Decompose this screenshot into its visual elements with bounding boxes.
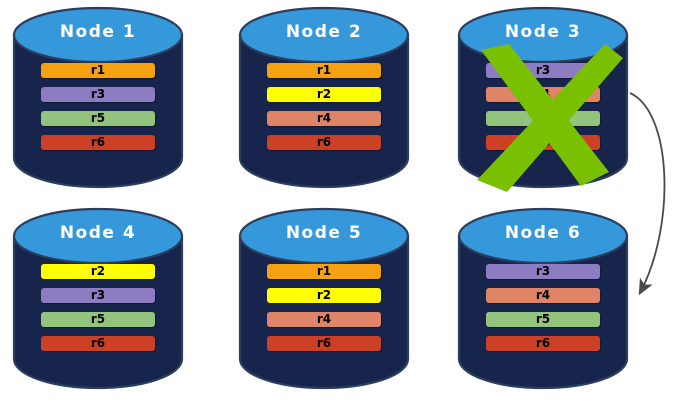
replica-label: r2 — [90, 264, 106, 278]
replica-label: r5 — [535, 312, 551, 326]
replica-bar-r4[interactable]: r4 — [486, 288, 600, 303]
replica-bar-r5[interactable]: r5 — [486, 111, 600, 126]
replica-bar-r1[interactable]: r1 — [267, 264, 381, 279]
replica-label: r2 — [316, 87, 332, 101]
replica-list: r1 r2 r4 r6 — [267, 264, 381, 351]
replica-label: r4 — [316, 312, 332, 326]
replica-list: r1 r2 r4 r6 — [267, 63, 381, 150]
replica-label: r3 — [90, 87, 106, 101]
replica-label: r4 — [535, 87, 551, 101]
replica-bar-r6[interactable]: r6 — [267, 336, 381, 351]
replica-label: r2 — [316, 288, 332, 302]
replica-bar-r1[interactable]: r1 — [267, 63, 381, 78]
replica-bar-r5[interactable]: r5 — [41, 312, 155, 327]
replica-list: r2 r3 r5 r6 — [41, 264, 155, 351]
replica-bar-r6[interactable]: r6 — [486, 336, 600, 351]
replica-list: r3 r4 r5 r6 — [486, 63, 600, 150]
replica-label: r6 — [535, 135, 551, 149]
replica-label: r3 — [90, 288, 106, 302]
replica-label: r6 — [90, 336, 106, 350]
replica-label: r6 — [316, 336, 332, 350]
replica-label: r1 — [90, 63, 106, 77]
replica-label: r4 — [535, 288, 551, 302]
replica-bar-r4[interactable]: r4 — [267, 312, 381, 327]
replica-bar-r4[interactable]: r4 — [267, 111, 381, 126]
recovery-arrow-path — [629, 92, 666, 296]
replica-list: r1 r3 r5 r6 — [41, 63, 155, 150]
replica-bar-r3[interactable]: r3 — [41, 87, 155, 102]
replica-label: r3 — [535, 264, 551, 278]
replica-bar-r2[interactable]: r2 — [267, 288, 381, 303]
replica-label: r1 — [316, 264, 332, 278]
replica-bar-r3[interactable]: r3 — [41, 288, 155, 303]
replica-bar-r5[interactable]: r5 — [41, 111, 155, 126]
replica-bar-r3[interactable]: r3 — [486, 63, 600, 78]
replica-label: r5 — [535, 111, 551, 125]
replica-label: r5 — [90, 312, 106, 326]
replica-label: r6 — [535, 336, 551, 350]
replica-bar-r2[interactable]: r2 — [267, 87, 381, 102]
replica-bar-r2[interactable]: r2 — [41, 264, 155, 279]
replica-label: r6 — [90, 135, 106, 149]
replica-label: r4 — [316, 111, 332, 125]
replica-bar-r6[interactable]: r6 — [41, 135, 155, 150]
replica-label: r5 — [90, 111, 106, 125]
replica-bar-r6[interactable]: r6 — [41, 336, 155, 351]
replica-list: r3 r4 r5 r6 — [486, 264, 600, 351]
replica-bar-r5[interactable]: r5 — [486, 312, 600, 327]
replica-bar-r1[interactable]: r1 — [41, 63, 155, 78]
replica-bar-r6[interactable]: r6 — [486, 135, 600, 150]
replica-bar-r3[interactable]: r3 — [486, 264, 600, 279]
replica-label: r3 — [535, 63, 551, 77]
replica-bar-r6[interactable]: r6 — [267, 135, 381, 150]
replica-label: r6 — [316, 135, 332, 149]
replica-bar-r4[interactable]: r4 — [486, 87, 600, 102]
replica-label: r1 — [316, 63, 332, 77]
